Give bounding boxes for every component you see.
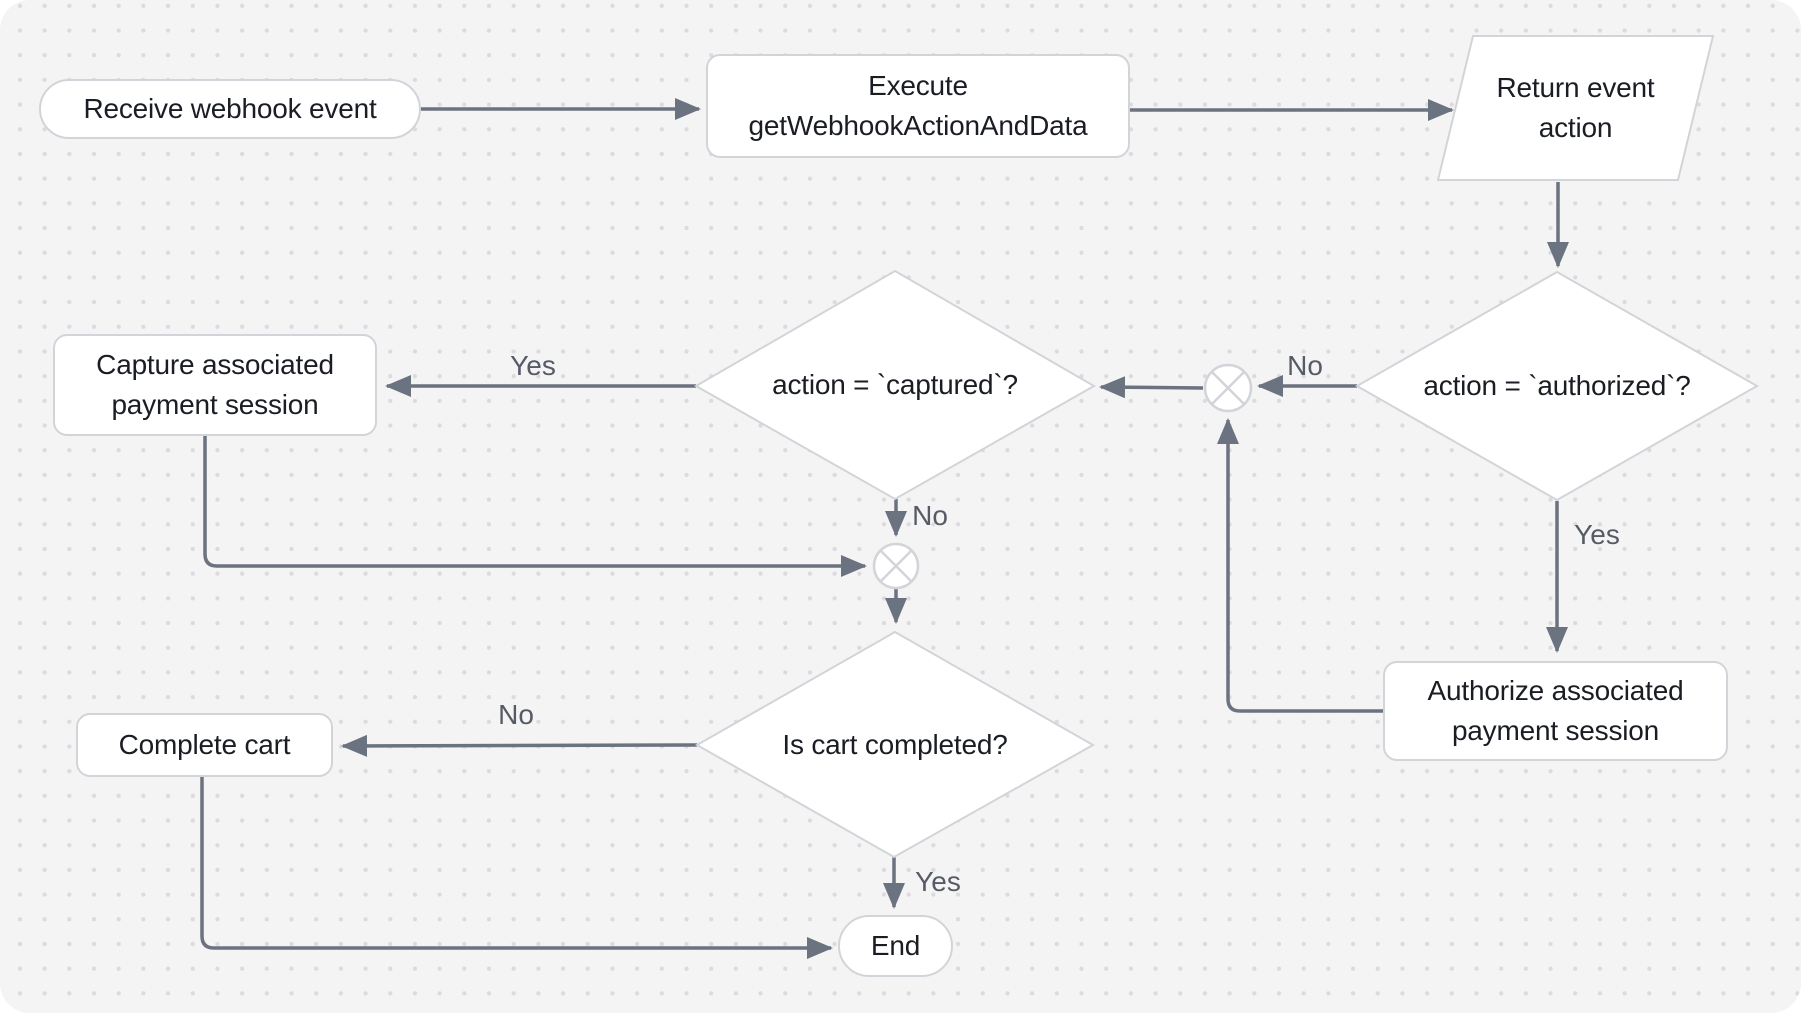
edge-label-captured-no: No [912,500,948,531]
authorized-check-diamond [1354,270,1760,502]
edge-authorize-to-junction [1217,418,1383,713]
node-cart-completed-check-label: Is cart completed? [782,728,1008,760]
edge-label-cart-yes: Yes [915,866,961,897]
node-execute-get-webhook-action: Execute getWebhookActionAndData [706,54,1130,158]
return-event-action-shape [1436,35,1715,181]
edge-cart-no-to-complete [341,734,698,757]
node-receive-webhook-event: Receive webhook event [39,79,421,139]
node-authorize-payment-session: Authorize associated payment session [1383,661,1728,761]
node-complete-cart: Complete cart [76,713,333,777]
edge-complete-to-end [200,777,833,959]
node-captured-check-label: action = `captured`? [772,369,1018,400]
node-capture-payment-session: Capture associated payment session [53,334,377,436]
edge-label-captured-yes: Yes [510,350,556,381]
cart-completed-check-diamond [694,630,1096,859]
junction-center-cross [879,549,913,583]
edge-label-authorized-no: No [1287,350,1323,381]
edge-capture-to-junction [203,436,867,577]
node-return-event-action-label: Return event action [1496,72,1655,143]
captured-check-diamond [693,269,1097,501]
edge-label-cart-no: No [498,699,534,730]
node-authorized-check-label: action = `authorized`? [1423,370,1691,401]
junction-right-cross [1210,370,1246,406]
edge-junction-to-captured-check [1099,376,1204,399]
node-end: End [838,915,953,977]
edge-label-authorized-yes: Yes [1574,519,1620,550]
